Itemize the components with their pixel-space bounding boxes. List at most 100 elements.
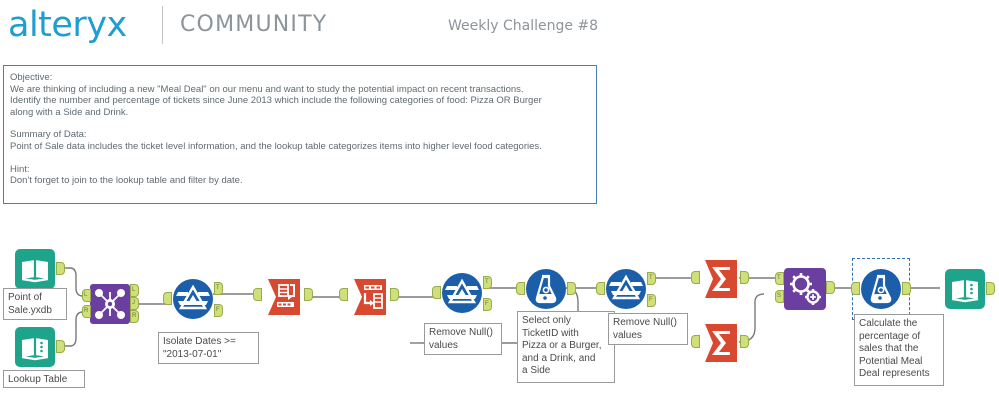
filter-tool-remove-nulls-2[interactable]: T F	[596, 268, 656, 309]
input-connector[interactable]	[163, 292, 172, 305]
filter-tool-isolate-dates[interactable]: T F	[163, 278, 223, 319]
annotation-text-line: and a Drink, and	[522, 352, 596, 364]
summary-line: Point of Sale data includes the ticket l…	[10, 140, 542, 152]
annotation-text-line: Potential Meal	[859, 355, 923, 367]
annotation-calculate-percentage: Calculate the percentage of sales that t…	[854, 314, 944, 386]
input-connector[interactable]	[691, 335, 700, 348]
input-connector[interactable]	[339, 288, 348, 301]
connector-letter: T	[485, 279, 489, 285]
summary-heading: Summary of Data:	[10, 129, 87, 141]
connector-letter: T	[649, 275, 653, 281]
connector-letter: R	[132, 313, 137, 319]
input-connector[interactable]	[516, 282, 525, 295]
output-connector[interactable]	[56, 262, 65, 275]
join-tool[interactable]: L R L J R	[82, 284, 139, 324]
summarize-tool-3[interactable]	[691, 322, 749, 364]
objective-panel: Objective: We are thinking of including …	[3, 65, 597, 204]
objective-spacer	[10, 118, 590, 129]
formula-tool-select-tickets[interactable]	[516, 268, 576, 309]
join-right-output-connector[interactable]: R	[130, 310, 139, 323]
join-left-output-connector[interactable]: L	[130, 284, 139, 297]
connector-letter: F	[649, 297, 653, 303]
connection-wires	[63, 267, 940, 347]
sigma-icon	[705, 324, 737, 362]
output-connector[interactable]	[56, 340, 65, 353]
annotation-text-line: a Side	[522, 365, 551, 377]
annotation-text-line: Select only	[522, 315, 571, 326]
output-connector[interactable]	[826, 281, 835, 294]
join-right-input-connector[interactable]: R	[82, 305, 91, 318]
objective-line: Objective:	[10, 72, 53, 83]
filter-false-connector[interactable]: F	[647, 294, 656, 307]
input-data-tool-point-of-sale[interactable]	[14, 248, 65, 289]
filter-false-connector[interactable]: F	[483, 298, 492, 311]
community-label[interactable]: COMMUNITY	[180, 12, 328, 37]
annotation-text-line: Calculate the	[859, 318, 918, 329]
formula-tool-calculate-percentage[interactable]	[851, 268, 911, 309]
book-dots-icon	[15, 327, 55, 367]
filter-true-connector[interactable]: T	[483, 276, 492, 289]
annotation-select-tickets: Select only TicketID with Pizza or a Bur…	[517, 311, 615, 383]
summarize-tool-2[interactable]	[691, 258, 749, 300]
alteryx-logo[interactable]: alteryx	[8, 5, 127, 45]
filter-true-connector[interactable]: T	[214, 282, 223, 295]
filter-true-connector[interactable]: T	[647, 272, 656, 285]
annotation-text-line: Lookup Table	[8, 374, 68, 385]
connector-letter: T	[777, 275, 781, 281]
annotation-lookup-table: Lookup Table	[3, 370, 85, 388]
sigma-icon	[705, 260, 737, 298]
workflow-canvas[interactable]: Point of Sale.yxdb Lookup Table	[0, 210, 999, 415]
output-connector[interactable]	[740, 271, 749, 284]
input-connector[interactable]	[691, 271, 700, 284]
annotation-text-line: values	[613, 329, 642, 341]
summarize-tool-1[interactable]	[253, 275, 313, 319]
crosstab-tool[interactable]	[339, 275, 399, 319]
page-header: alteryx COMMUNITY Weekly Challenge #8	[0, 0, 999, 52]
browse-tool-output[interactable]	[944, 268, 995, 309]
connector-letter: L	[132, 287, 136, 293]
join-inner-output-connector[interactable]: J	[130, 297, 139, 310]
filter-tool-remove-nulls-1[interactable]: T F	[432, 272, 492, 313]
input-connector[interactable]	[851, 282, 860, 295]
output-connector[interactable]	[567, 282, 576, 295]
connector-letter: L	[84, 292, 88, 298]
connector-letter: S	[777, 293, 782, 299]
output-connector[interactable]	[986, 282, 995, 295]
book-icon	[15, 249, 55, 289]
connector-letter: R	[84, 308, 89, 314]
flask-icon	[861, 269, 901, 309]
funnel-icon	[606, 269, 646, 309]
output-connector[interactable]	[304, 288, 313, 301]
output-connector[interactable]	[902, 282, 911, 295]
annotation-isolate-dates: Isolate Dates >= "2013-07-01"	[158, 332, 259, 364]
append-source-connector[interactable]: S	[775, 290, 784, 303]
annotation-text-line: TicketID with	[522, 327, 579, 339]
annotation-text-line: values	[429, 339, 458, 351]
annotation-remove-nulls-2: Remove Null() values	[608, 313, 688, 345]
flask-icon	[526, 269, 566, 309]
connector-letter: T	[216, 285, 220, 291]
funnel-icon	[442, 273, 482, 313]
append-target-connector[interactable]: T	[775, 272, 784, 285]
output-connector[interactable]	[390, 288, 399, 301]
input-connector[interactable]	[253, 288, 262, 301]
input-connector[interactable]	[432, 286, 441, 299]
annotation-text-line: Sale.yxdb	[8, 304, 52, 316]
input-connector[interactable]	[596, 282, 605, 295]
input-data-tool-lookup-table[interactable]	[14, 326, 65, 367]
output-connector[interactable]	[740, 335, 749, 348]
connector-letter: F	[485, 301, 489, 307]
objective-line: Identify the number and percentage of ti…	[10, 95, 542, 107]
append-fields-tool[interactable]: T S	[775, 268, 835, 310]
book-dots-icon	[945, 269, 985, 309]
annotation-text-line: Point of	[8, 292, 42, 303]
annotation-text-line: percentage of	[859, 330, 921, 342]
annotation-text-line: Isolate Dates >=	[163, 336, 236, 347]
page-title: Weekly Challenge #8	[448, 18, 599, 34]
summarize-icon	[268, 279, 300, 315]
join-left-input-connector[interactable]: L	[82, 289, 91, 302]
annotation-text-line: "2013-07-01"	[163, 348, 222, 360]
annotation-text-line: Remove Null()	[429, 327, 493, 338]
annotation-text-line: sales that the	[859, 343, 919, 355]
filter-false-connector[interactable]: F	[214, 304, 223, 317]
